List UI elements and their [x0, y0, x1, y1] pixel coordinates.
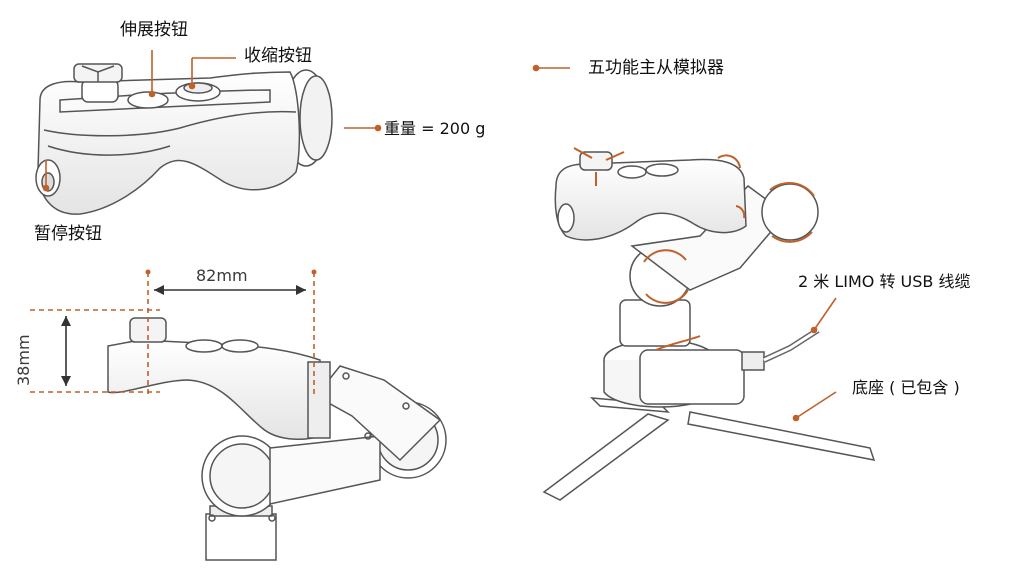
side-view-arm — [107, 317, 447, 561]
assembly-handle — [554, 158, 747, 241]
extend-button-label: 伸展按钮 — [120, 20, 188, 40]
cable-label: 2 米 LIMO 转 USB 线缆 — [798, 272, 971, 291]
width-dimension-label: 82mm — [196, 266, 248, 285]
base-label: 底座 ( 已包含 ) — [852, 378, 960, 397]
height-dimension-label: 38mm — [14, 334, 33, 386]
handle-leaders — [42, 50, 382, 192]
handle-seam-2 — [47, 145, 171, 156]
tripod-leg-right — [687, 411, 876, 461]
side-link-lower — [269, 435, 381, 505]
side-handle-collar — [307, 361, 331, 439]
handle-seam — [43, 110, 297, 137]
controller-box — [639, 349, 745, 405]
assembly-elbow — [761, 183, 819, 241]
side-handle — [107, 339, 323, 441]
handle-controller — [35, 63, 333, 215]
assembly-leaders — [532, 64, 837, 422]
tripod-leg-front — [542, 413, 670, 501]
full-assembly — [542, 151, 876, 501]
turret — [619, 299, 691, 347]
rotation-indicators — [573, 147, 815, 351]
side-base — [205, 513, 277, 561]
cable-connector — [741, 351, 765, 371]
dimension-lines — [30, 269, 317, 396]
cable-leader — [813, 297, 837, 331]
joystick-base — [81, 79, 119, 103]
weight-label: 重量 = 200 g — [384, 119, 486, 138]
simulator-label: 五功能主从模拟器 — [588, 58, 724, 78]
extend-button-shape — [127, 91, 169, 109]
base-leader — [795, 391, 837, 419]
pause-button-label: 暂停按钮 — [34, 224, 102, 244]
handle-collar-rim — [299, 75, 333, 161]
retract-button-label: 收缩按钮 — [244, 46, 312, 66]
